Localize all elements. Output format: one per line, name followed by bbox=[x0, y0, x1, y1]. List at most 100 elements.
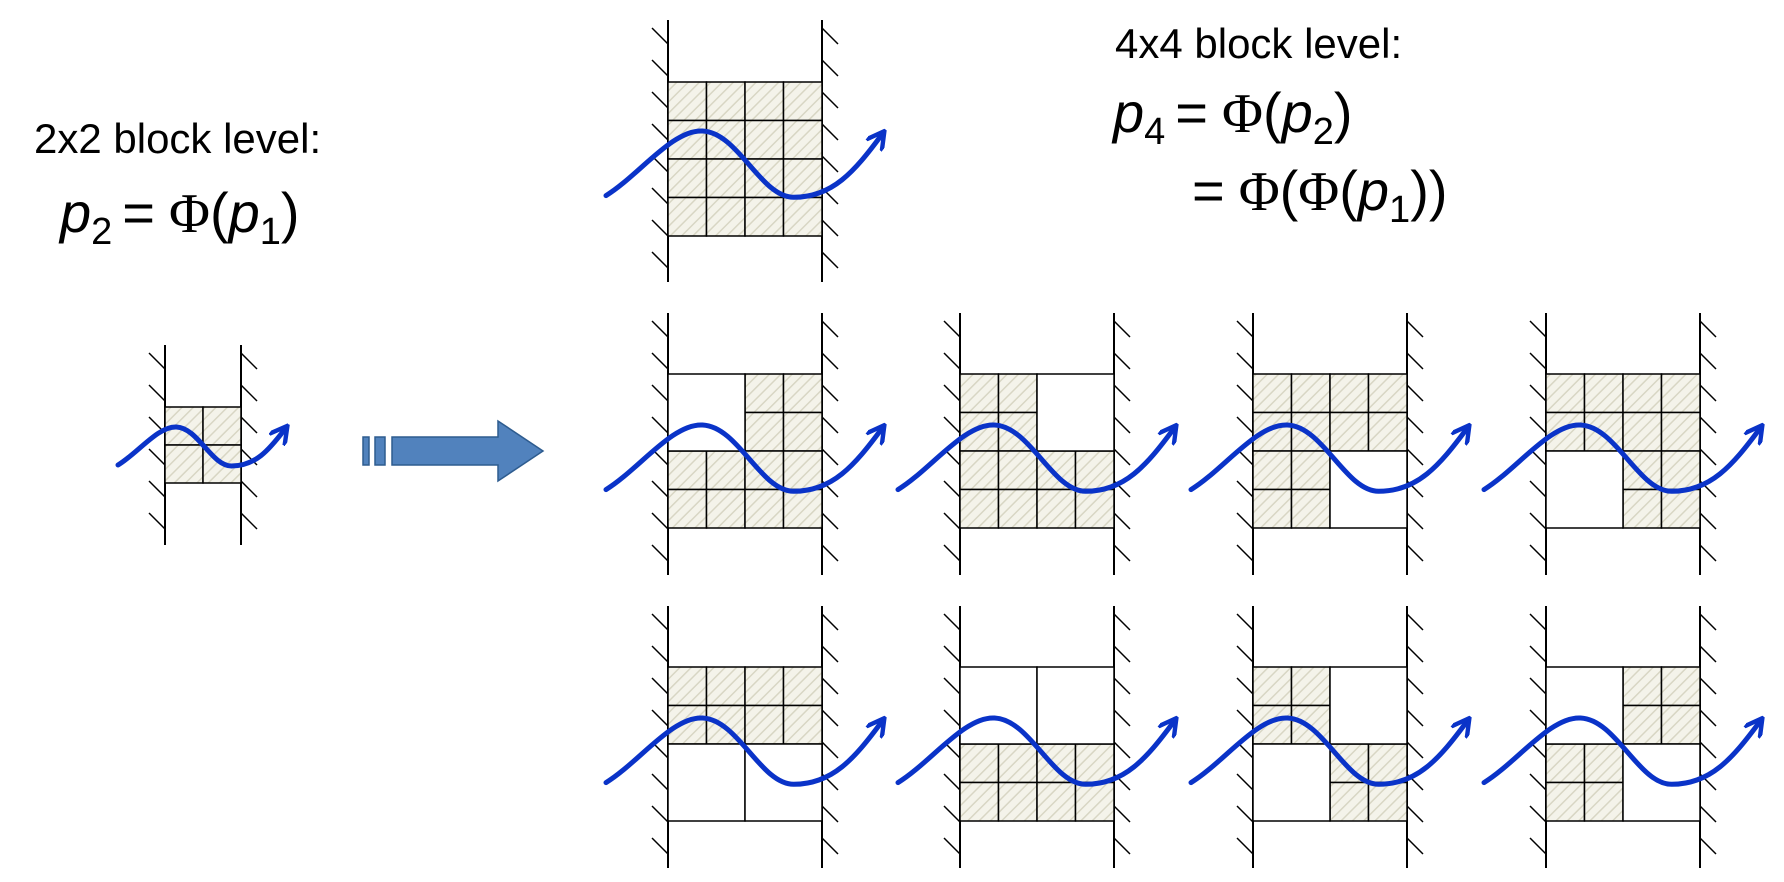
wall-hatch-mark bbox=[1236, 805, 1254, 823]
fine-cell bbox=[1660, 704, 1701, 745]
wall-hatch-mark bbox=[821, 544, 839, 562]
wall-hatch-mark bbox=[651, 59, 669, 77]
wall-hatch-mark bbox=[943, 773, 961, 791]
wall-hatch-mark bbox=[1529, 416, 1547, 434]
fine-cell bbox=[705, 158, 746, 199]
wall-hatch-mark bbox=[821, 155, 839, 173]
block-grid bbox=[959, 666, 1115, 822]
wall-hatch-mark bbox=[1699, 677, 1717, 695]
wall-hatch-mark bbox=[821, 805, 839, 823]
fine-cell bbox=[705, 666, 746, 707]
fine-cell bbox=[1074, 781, 1115, 822]
coarse-cell bbox=[1036, 373, 1115, 452]
variant-row1-col4 bbox=[1481, 313, 1760, 575]
wall-hatch-mark bbox=[943, 352, 961, 370]
level2-label: 2x2 block level: bbox=[34, 115, 321, 162]
wall-hatch-mark bbox=[1406, 613, 1424, 631]
fine-cell bbox=[1329, 373, 1370, 414]
wall-hatch-mark bbox=[943, 613, 961, 631]
wall-hatch-mark bbox=[1529, 805, 1547, 823]
fine-cell bbox=[1622, 411, 1663, 452]
fine-cell bbox=[1583, 373, 1624, 414]
equation-level4-line2: =Φ(Φ(p1)) bbox=[1192, 159, 1447, 231]
wall-hatch-mark bbox=[821, 645, 839, 663]
fine-cell bbox=[1545, 781, 1586, 822]
wall-hatch-mark bbox=[1236, 352, 1254, 370]
wall-hatch-mark bbox=[148, 448, 166, 466]
wall-hatch-mark bbox=[1529, 352, 1547, 370]
wall-hatch-mark bbox=[651, 773, 669, 791]
wall-hatch-mark bbox=[821, 91, 839, 109]
wall-hatch-mark bbox=[1699, 512, 1717, 530]
refinement-arrow bbox=[362, 419, 545, 483]
fine-cell bbox=[1074, 488, 1115, 529]
wall-hatch-mark bbox=[1529, 677, 1547, 695]
fine-cell bbox=[705, 450, 746, 491]
fine-cell bbox=[959, 450, 1000, 491]
fine-cell bbox=[997, 450, 1038, 491]
wall-hatch-mark bbox=[1236, 645, 1254, 663]
fine-cell bbox=[959, 488, 1000, 529]
block-grid bbox=[1252, 666, 1408, 822]
wall-hatch-mark bbox=[1406, 384, 1424, 402]
wall-hatch-mark bbox=[651, 709, 669, 727]
wall-hatch-mark bbox=[1236, 837, 1254, 855]
fine-cell bbox=[1290, 488, 1331, 529]
fine-cell bbox=[1252, 666, 1293, 707]
wall-hatch-mark bbox=[651, 544, 669, 562]
fine-cell bbox=[744, 411, 785, 452]
fine-cell bbox=[782, 81, 823, 122]
wall-hatch-mark bbox=[1529, 709, 1547, 727]
wall-hatch-mark bbox=[943, 709, 961, 727]
wall-hatch-mark bbox=[1113, 448, 1131, 466]
fine-cell bbox=[744, 488, 785, 529]
wall-hatch-mark bbox=[148, 384, 166, 402]
fine-cell bbox=[1367, 743, 1408, 784]
block-grid bbox=[667, 81, 823, 237]
wall-hatch-mark bbox=[651, 27, 669, 45]
fine-cell bbox=[1660, 373, 1701, 414]
wall-hatch-mark bbox=[1406, 448, 1424, 466]
wall-hatch-mark bbox=[1529, 544, 1547, 562]
wall-hatch-mark bbox=[240, 512, 258, 530]
flow-wave bbox=[603, 718, 882, 787]
wall-hatch-mark bbox=[1406, 837, 1424, 855]
fine-cell bbox=[1252, 488, 1293, 529]
wall-hatch-mark bbox=[148, 512, 166, 530]
fine-cell bbox=[1622, 373, 1663, 414]
block-grid bbox=[1545, 666, 1701, 822]
wall-hatch-mark bbox=[240, 416, 258, 434]
wall-hatch-mark bbox=[1699, 709, 1717, 727]
fine-cell bbox=[744, 81, 785, 122]
wall-hatch-mark bbox=[651, 251, 669, 269]
wall-hatch-mark bbox=[1529, 645, 1547, 663]
flow-wave bbox=[895, 425, 1174, 494]
wall-hatch-mark bbox=[240, 352, 258, 370]
wall-hatch-mark bbox=[821, 416, 839, 434]
fine-cell bbox=[744, 666, 785, 707]
fine-cell bbox=[705, 488, 746, 529]
wall-hatch-mark bbox=[651, 219, 669, 237]
wall-hatch-mark bbox=[1699, 320, 1717, 338]
wall-hatch-mark bbox=[1699, 384, 1717, 402]
flow-wave bbox=[1481, 718, 1760, 787]
coarse-cell bbox=[667, 373, 746, 452]
wall-hatch-mark bbox=[1699, 416, 1717, 434]
wall-hatch-mark bbox=[1113, 352, 1131, 370]
wall-hatch-mark bbox=[943, 480, 961, 498]
wall-hatch-mark bbox=[1236, 512, 1254, 530]
variant-row1-col1 bbox=[603, 313, 882, 575]
equation-level2: p2=Φ(p1) bbox=[58, 181, 300, 253]
wall-hatch-mark bbox=[821, 251, 839, 269]
fine-cell bbox=[705, 196, 746, 237]
fine-cell bbox=[1290, 450, 1331, 491]
wall-hatch-mark bbox=[943, 805, 961, 823]
fine-cell bbox=[1660, 411, 1701, 452]
wall-hatch-mark bbox=[240, 384, 258, 402]
wall-hatch-mark bbox=[1113, 320, 1131, 338]
fine-cell bbox=[782, 196, 823, 237]
wall-hatch-mark bbox=[943, 677, 961, 695]
wall-hatch-mark bbox=[1113, 805, 1131, 823]
wall-hatch-mark bbox=[1699, 544, 1717, 562]
fine-cell bbox=[1545, 411, 1586, 452]
